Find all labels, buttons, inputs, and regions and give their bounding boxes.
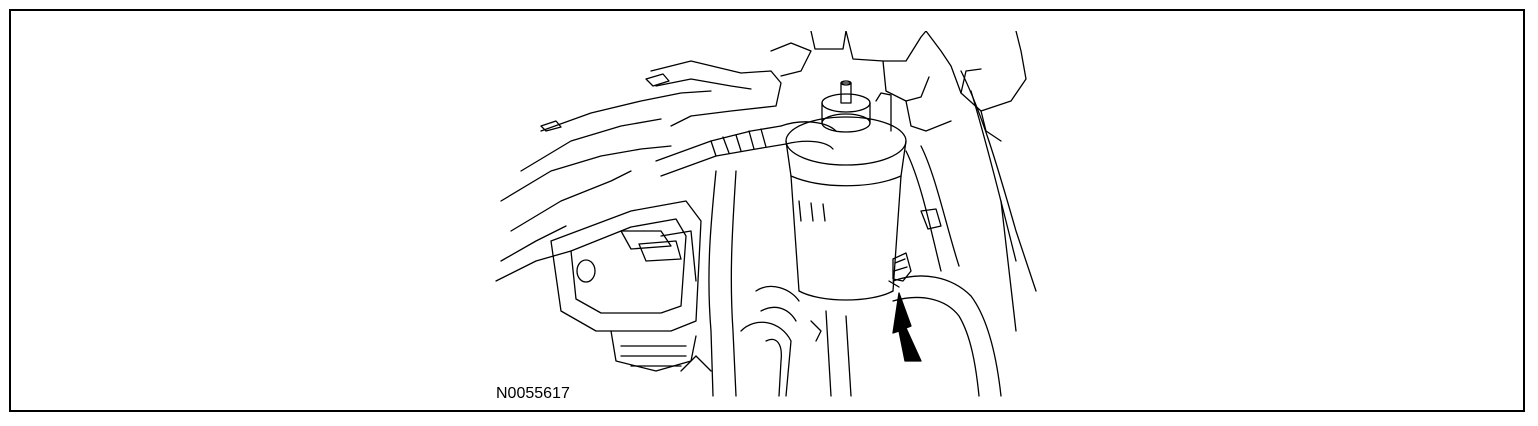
- coolant-reservoir: [785, 80, 907, 301]
- figure-frame: N0055617: [9, 9, 1525, 412]
- lower-hose-assembly: [680, 170, 852, 397]
- hose-clamp: [888, 252, 912, 288]
- callout-arrow-icon: [892, 292, 922, 362]
- right-hoses: [892, 70, 1037, 397]
- mounting-bracket: [550, 200, 702, 372]
- left-frame-rails: [495, 42, 812, 282]
- upper-engine-housing: [810, 31, 1027, 142]
- left-hose: [655, 121, 837, 177]
- engine-bay-illustration: [481, 31, 1041, 406]
- figure-code-label: N0055617: [496, 385, 570, 402]
